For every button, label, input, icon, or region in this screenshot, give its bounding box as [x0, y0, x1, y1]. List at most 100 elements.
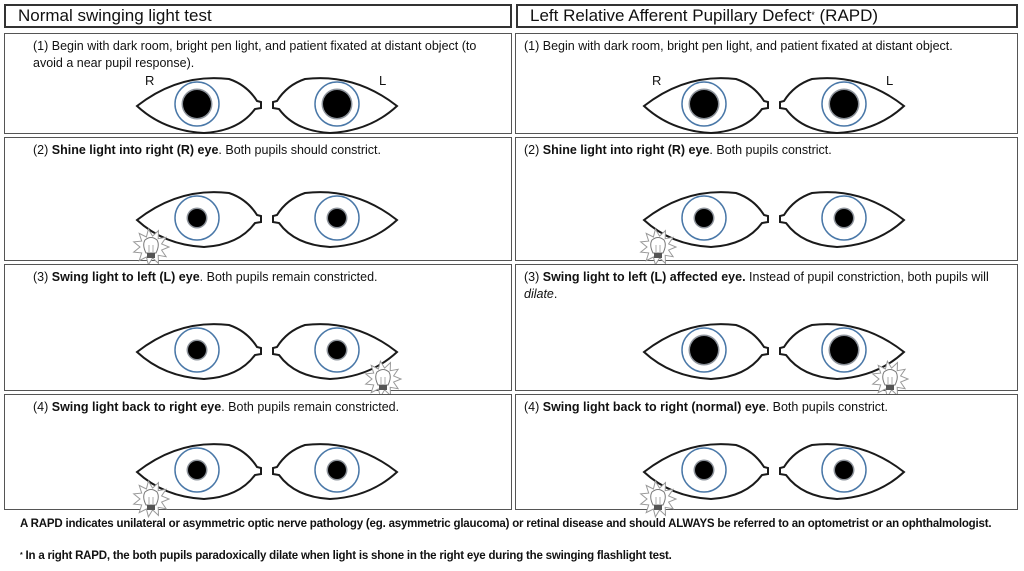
right-eye-label: R — [652, 73, 661, 88]
right-eye-label: R — [145, 73, 154, 88]
left-eye — [272, 77, 399, 135]
penlight-bulb-icon — [639, 479, 678, 519]
rapd-step-3-panel: (3) Swing light to left (L) affected eye… — [515, 264, 1018, 399]
right-eye-pupil — [183, 90, 211, 118]
right-eye — [135, 443, 262, 501]
right-eye — [642, 191, 769, 249]
left-eye-pupil — [835, 461, 853, 479]
step-number: (4) — [33, 400, 52, 414]
step-description: . Both pupils remain constricted. — [221, 400, 400, 414]
rapd-step-1-instruction: (1) Begin with dark room, bright pen lig… — [524, 38, 1009, 55]
step-description: Begin with dark room, bright pen light, … — [542, 39, 953, 53]
left-eye — [779, 323, 906, 381]
left-eye — [779, 191, 906, 249]
footnote-asterisk: * — [20, 552, 23, 559]
normal-step-4-panel: (4) Swing light back to right eye. Both … — [4, 394, 512, 519]
step-action: Swing light back to right eye — [51, 400, 222, 414]
step-number: (3) — [33, 270, 52, 284]
right-eye — [135, 323, 262, 381]
step-action: Shine light into right (R) eye — [51, 143, 219, 157]
step-description: Begin with dark room, bright pen light, … — [33, 39, 477, 70]
step-number: (3) — [524, 270, 543, 284]
left-eye — [272, 443, 399, 501]
penlight-bulb-icon — [364, 359, 403, 399]
step-tail: . — [553, 287, 558, 301]
rapd-header: Left Relative Afferent Pupillary Defect*… — [516, 4, 1018, 28]
normal-step-3-panel: (3) Swing light to left (L) eye. Both pu… — [4, 264, 512, 399]
step-action: Swing light to left (L) eye — [51, 270, 200, 284]
step-description: . Both pupils should constrict. — [218, 143, 382, 157]
right-eye-pupil — [690, 90, 718, 118]
left-eye — [779, 77, 906, 135]
step-action: Swing light back to right (normal) eye — [542, 400, 766, 414]
left-eye-pupil — [328, 461, 346, 479]
left-eye-label: L — [886, 73, 893, 88]
normal-step-3-instruction: (3) Swing light to left (L) eye. Both pu… — [33, 269, 503, 286]
rapd-step-4-panel: (4) Swing light back to right (normal) e… — [515, 394, 1018, 519]
normal-step-4-instruction: (4) Swing light back to right eye. Both … — [33, 399, 503, 416]
right-eye — [642, 443, 769, 501]
left-eye-pupil — [328, 209, 346, 227]
penlight-bulb-icon — [639, 227, 678, 267]
rapd-step-2-panel: (2) Shine light into right (R) eye. Both… — [515, 137, 1018, 267]
normal-step-2-instruction: (2) Shine light into right (R) eye. Both… — [33, 142, 503, 159]
left-eye-pupil — [830, 90, 858, 118]
rapd-step-4-instruction: (4) Swing light back to right (normal) e… — [524, 399, 1009, 416]
normal-step-2-panel: (2) Shine light into right (R) eye. Both… — [4, 137, 512, 267]
left-eye-pupil — [323, 90, 351, 118]
rapd-step-3-instruction: (3) Swing light to left (L) affected eye… — [524, 269, 1009, 303]
step-number: (1) — [33, 39, 52, 53]
right-eye-pupil — [188, 341, 206, 359]
right-eye-pupil — [695, 461, 713, 479]
rapd-step-3-eyes-illustration — [642, 323, 910, 399]
rapd-title-tail: (RAPD) — [814, 6, 879, 25]
normal-step-3-eyes-illustration — [135, 323, 403, 399]
normal-test-title: Normal swinging light test — [18, 6, 212, 25]
step-description: . Both pupils remain constricted. — [199, 270, 378, 284]
penlight-bulb-icon — [132, 479, 171, 519]
rapd-referral-note: A RAPD indicates unilateral or asymmetri… — [20, 518, 992, 530]
right-eye-pupil — [188, 209, 206, 227]
right-eye — [135, 191, 262, 249]
step-number: (2) — [33, 143, 52, 157]
normal-step-2-eyes-illustration — [132, 191, 399, 267]
rapd-title: Left Relative Afferent Pupillary Defect — [530, 6, 812, 25]
step-number: (1) — [524, 39, 543, 53]
right-eye — [135, 77, 262, 135]
left-eye-pupil — [835, 209, 853, 227]
step-number: (2) — [524, 143, 543, 157]
left-eye-pupil — [328, 341, 346, 359]
rapd-step-1-panel: (1) Begin with dark room, bright pen lig… — [515, 33, 1018, 135]
left-eye — [272, 191, 399, 249]
step-action: Swing light to left (L) affected eye. — [542, 270, 746, 284]
step-number: (4) — [524, 400, 543, 414]
right-eye-pupil — [690, 336, 718, 364]
normal-test-header: Normal swinging light test — [4, 4, 512, 28]
footnote-text: In a right RAPD, the both pupils paradox… — [22, 550, 672, 562]
step-emphasis: dilate — [524, 287, 554, 301]
normal-step-4-eyes-illustration — [132, 443, 399, 519]
step-description: . Both pupils constrict. — [709, 143, 832, 157]
rapd-title-asterisk: * — [811, 10, 815, 20]
left-eye — [272, 323, 399, 381]
penlight-bulb-icon — [132, 227, 171, 267]
right-eye — [642, 77, 769, 135]
normal-step-1-panel: (1) Begin with dark room, bright pen lig… — [4, 33, 512, 135]
right-eye-pupil — [188, 461, 206, 479]
step-description: . Both pupils constrict. — [765, 400, 888, 414]
rapd-step-4-eyes-illustration — [639, 443, 906, 519]
left-eye — [779, 443, 906, 501]
right-rapd-footnote: * In a right RAPD, the both pupils parad… — [20, 548, 1014, 564]
penlight-bulb-icon — [871, 359, 910, 399]
normal-step-1-instruction: (1) Begin with dark room, bright pen lig… — [33, 38, 503, 72]
left-eye-label: L — [379, 73, 386, 88]
right-eye — [642, 323, 769, 381]
left-eye-pupil — [830, 336, 858, 364]
step-action: Shine light into right (R) eye — [542, 143, 710, 157]
rapd-step-2-instruction: (2) Shine light into right (R) eye. Both… — [524, 142, 1009, 159]
right-eye-pupil — [695, 209, 713, 227]
rapd-step-2-eyes-illustration — [639, 191, 906, 267]
step-description: Instead of pupil constriction, both pupi… — [745, 270, 989, 284]
